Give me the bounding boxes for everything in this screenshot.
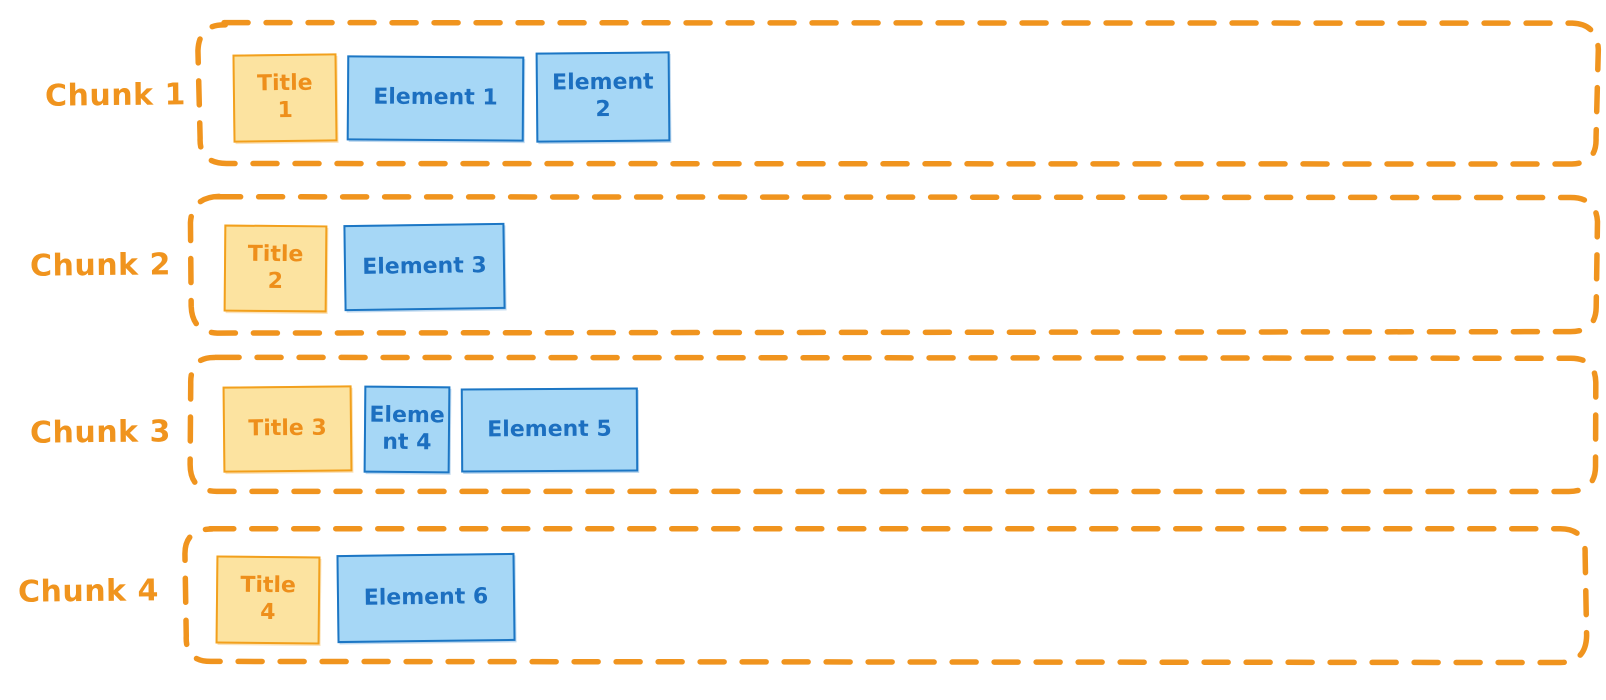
chunk-label-3: Chunk 3: [30, 414, 171, 450]
element-box-c1-2[interactable]: Element 1: [347, 55, 525, 141]
node-label: Title 2: [248, 241, 304, 295]
title-box-c2-1[interactable]: Title 2: [224, 225, 328, 313]
node-label: Element 5: [487, 416, 612, 443]
node-label: Element 3: [362, 253, 487, 282]
element-box-c1-3[interactable]: Element 2: [536, 51, 671, 142]
node-label: Title 4: [240, 573, 296, 627]
chunk-label-1: Chunk 1: [45, 77, 186, 113]
title-box-c1-1[interactable]: Title 1: [232, 53, 337, 142]
element-box-c3-2[interactable]: Eleme nt 4: [364, 386, 451, 474]
chunk-label-2: Chunk 2: [30, 247, 171, 283]
node-label: Element 6: [364, 584, 489, 612]
title-box-c4-1[interactable]: Title 4: [216, 555, 321, 644]
node-label: Eleme nt 4: [369, 402, 445, 456]
node-label: Element 2: [552, 70, 654, 125]
node-label: Title 3: [248, 415, 327, 443]
element-box-c4-2[interactable]: Element 6: [336, 553, 515, 643]
element-box-c2-2[interactable]: Element 3: [343, 223, 505, 311]
node-label: Element 1: [373, 85, 498, 113]
element-box-c3-3[interactable]: Element 5: [461, 388, 638, 473]
node-label: Title 1: [257, 71, 313, 125]
chunk-label-4: Chunk 4: [18, 573, 159, 609]
title-box-c3-1[interactable]: Title 3: [223, 385, 353, 472]
